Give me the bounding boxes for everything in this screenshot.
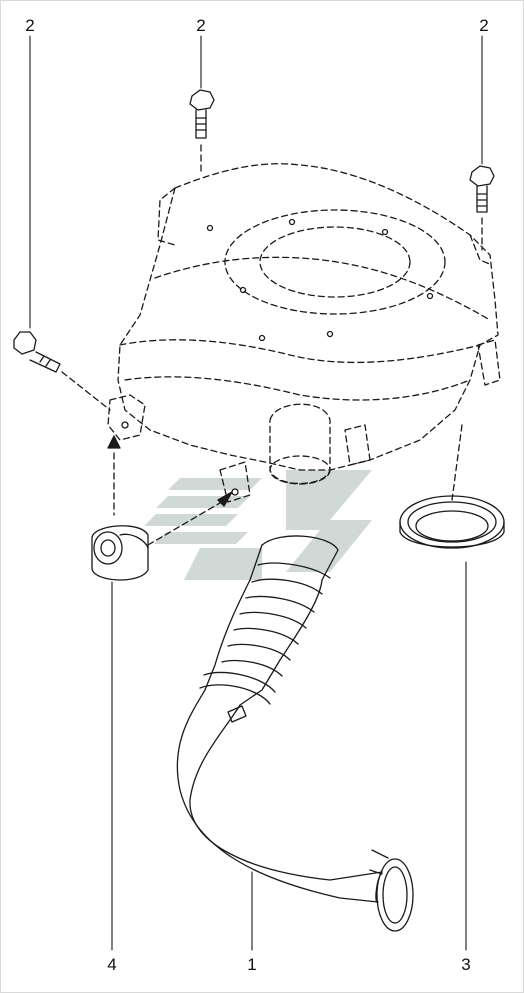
air-cleaner-housing: [107, 163, 501, 503]
watermark-logo: [144, 470, 372, 580]
callout-seal-ring: 3: [461, 955, 470, 974]
callout-bolt-top-center: 2: [196, 16, 205, 35]
housing-mount-holes: [121, 218, 434, 496]
bolt-left: [13, 331, 111, 411]
bolt-top-right: [469, 165, 495, 251]
callout-duct: 1: [247, 955, 256, 974]
callout-bolt-top-left: 2: [25, 16, 34, 35]
seal-ring-part: [399, 424, 505, 549]
grommet-part: [91, 435, 233, 581]
intake-duct-part: [176, 535, 414, 932]
bolt-top-center: [189, 89, 215, 173]
callout-bolt-top-right: 2: [479, 16, 488, 35]
callout-grommet: 4: [107, 955, 116, 974]
leader-lines: [29, 35, 483, 951]
